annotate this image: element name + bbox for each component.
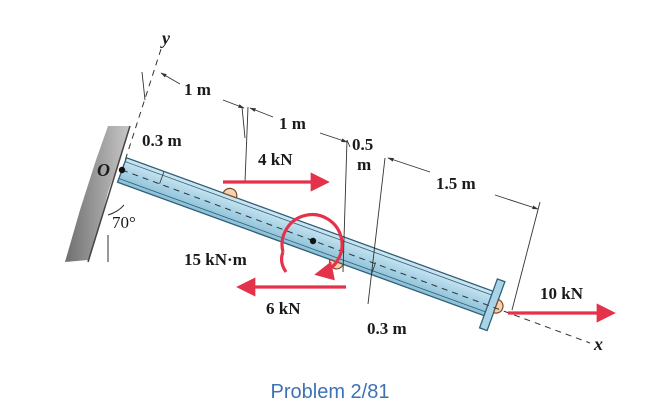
angle-label: 70°	[112, 213, 136, 232]
bracket-4kN	[222, 187, 238, 199]
force-6kN-label: 6 kN	[266, 299, 301, 318]
dim-0-3-right: 0.3 m	[367, 319, 407, 338]
dim-0-5-unit: m	[357, 155, 371, 174]
dim-0-5: 0.5	[352, 135, 373, 154]
origin-label: O	[97, 160, 110, 180]
moment-15-arc	[280, 213, 344, 281]
angle-arc	[107, 204, 125, 216]
caption: Problem 2/81	[271, 381, 390, 403]
moment-15-label: 15 kN·m	[184, 250, 247, 269]
dim-0-3-left: 0.3 m	[142, 131, 182, 150]
forces	[223, 172, 616, 323]
beam-center-point	[309, 237, 317, 245]
wall	[65, 125, 131, 263]
x-axis-label: x	[593, 334, 603, 354]
dim-1-5: 1.5 m	[436, 174, 476, 193]
y-axis-line	[121, 45, 163, 171]
dim-1m-a: 1 m	[184, 80, 211, 99]
dim-1m-b: 1 m	[279, 114, 306, 133]
y-axis-label: y	[160, 28, 171, 48]
force-4kN-label: 4 kN	[258, 150, 293, 169]
force-10kN-label: 10 kN	[540, 284, 584, 303]
bracket-10kN	[492, 298, 504, 314]
origin-point	[118, 166, 126, 174]
dimension-lines	[141, 71, 541, 311]
